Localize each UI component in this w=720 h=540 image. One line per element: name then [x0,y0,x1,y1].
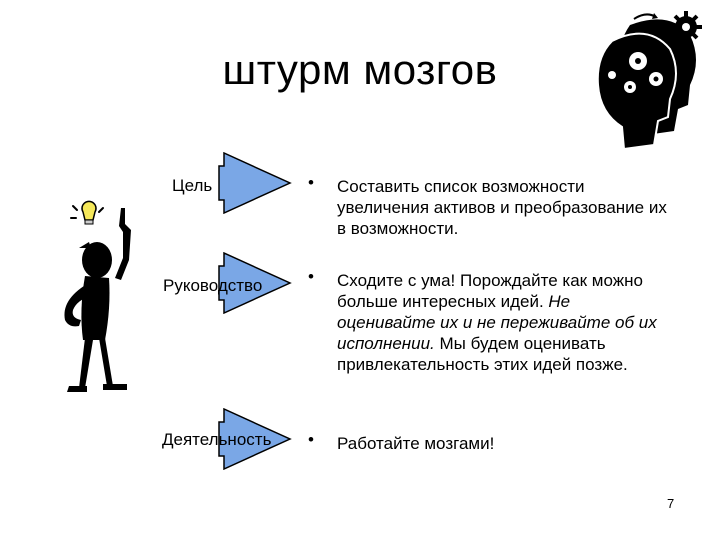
arrow-activity [218,408,292,470]
arrow-goal [218,152,292,214]
slide-title: штурм мозгов [222,46,498,93]
bullet-activity: • [308,430,314,449]
label-activity: Деятельность [162,430,272,449]
desc-goal-text: Составить список возможности увеличения … [337,177,667,238]
bullet-guidance: • [308,267,314,286]
desc-guidance-text-italic: Не оценивайте их и не переживайте об их … [337,292,657,353]
arrow-guidance [218,252,292,314]
arrow-activity-shape [218,408,292,470]
page-number: 7 [667,496,675,511]
bullet-goal: • [308,173,314,192]
arrow-guidance-shape [218,252,292,314]
heads-with-gears-icon [596,11,702,151]
arrow-goal-shape [218,152,292,214]
label-guidance: Руководство [163,276,263,295]
desc-guidance-text-1: Сходите с ума! Порождайте как можно боль… [337,271,643,311]
desc-guidance: Сходите с ума! Порождайте как можно боль… [337,270,667,375]
desc-goal: Составить список возможности увеличения … [337,176,667,239]
desc-guidance-text-3: Мы будем оценивать привлекательность эти… [337,334,628,374]
desc-activity: Работайте мозгами! [337,433,667,454]
label-goal: Цель [172,176,213,195]
thinking-person-icon [64,200,131,392]
desc-activity-text: Работайте мозгами! [337,434,495,453]
